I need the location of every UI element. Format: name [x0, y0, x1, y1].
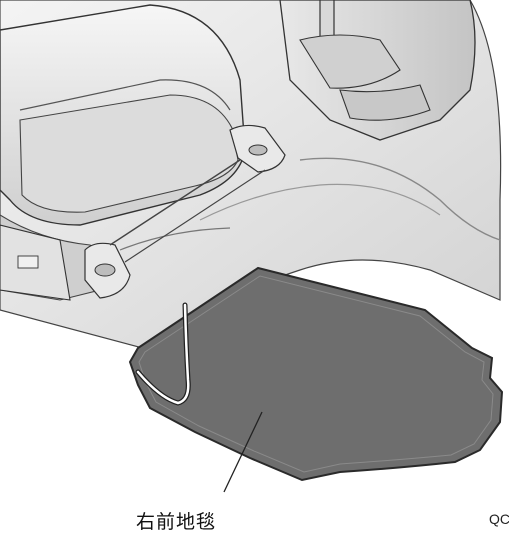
figure-code: QC: [489, 511, 509, 527]
mat-retainer-hook: [135, 302, 191, 406]
callout-label: 右前地毯: [136, 511, 217, 533]
seat-side-panel: [0, 224, 71, 301]
seat-rail-bracket: [84, 124, 286, 299]
center-console: [279, 0, 476, 141]
callout-leader-line: [223, 411, 263, 493]
